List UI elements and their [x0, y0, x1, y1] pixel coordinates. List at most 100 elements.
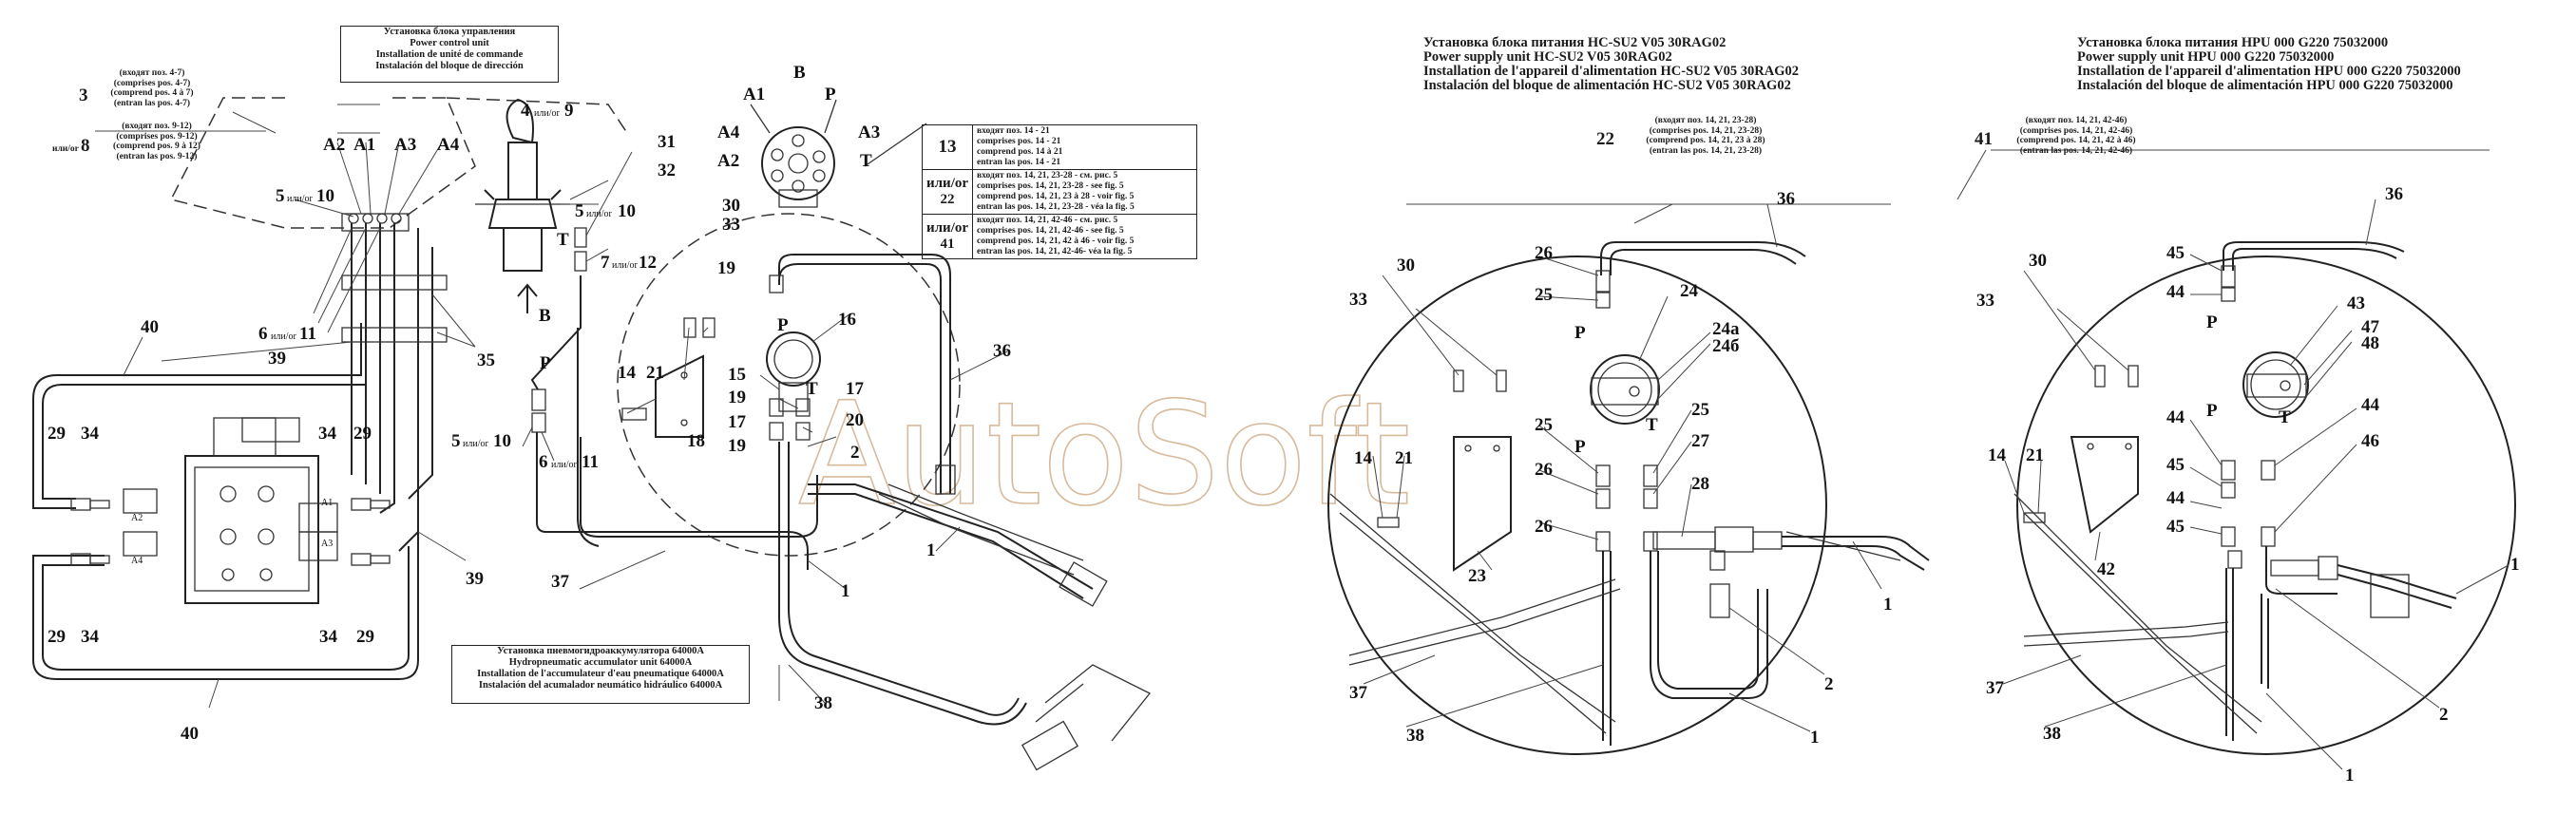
label-2: 2: [850, 443, 860, 463]
ref-row-41: или/or 41 входят поз. 14, 21, 42-46 - см…: [921, 214, 1197, 259]
label-30: 30: [722, 196, 740, 216]
mid-label-26b: 26: [1535, 460, 1553, 480]
label-a2: A2: [323, 135, 345, 155]
svg-text:A3: A3: [321, 539, 333, 549]
label-34c: 34: [81, 627, 100, 647]
label-a3-valve: A3: [858, 123, 880, 142]
right-label-43: 43: [2347, 293, 2365, 313]
label-39: 39: [268, 349, 286, 369]
label-16: 16: [838, 310, 856, 330]
mid-label-37: 37: [1349, 683, 1368, 703]
label-39b: 39: [466, 569, 484, 589]
label-4: 4: [521, 101, 530, 121]
label-5c: 5: [451, 431, 461, 451]
label-40: 40: [141, 317, 159, 337]
mid-label-25b: 25: [1691, 400, 1709, 420]
mid-label-23: 23: [1468, 566, 1486, 586]
mid-label-2: 2: [1824, 674, 1834, 694]
mid-label-26: 26: [1535, 243, 1553, 263]
note-8: или/or 8 (входят поз. 9-12) (comprises p…: [52, 122, 200, 161]
right-detail-view: 36 45 44 30 33 43 47 48 P 44 P T 44 46 4…: [1956, 149, 2520, 786]
valve-block: [184, 455, 319, 604]
label-or-6: или/or: [463, 439, 488, 449]
label-14: 14: [618, 363, 637, 383]
label-or-4: или/or: [586, 209, 612, 219]
mid-label-25: 25: [1535, 285, 1553, 305]
detail-circle-right: [2016, 256, 2516, 755]
label-38: 38: [814, 693, 832, 713]
right-label-38: 38: [2043, 724, 2061, 744]
label-11: 11: [299, 324, 316, 344]
label-35: 35: [477, 350, 495, 370]
mid-label-1b: 1: [1883, 595, 1893, 615]
mid-label-14: 14: [1354, 448, 1373, 468]
label-11b: 11: [582, 452, 599, 472]
label-or-2: или/or: [271, 331, 296, 342]
mid-label-p: P: [1574, 323, 1586, 343]
right-label-44b: 44: [2166, 407, 2185, 427]
label-29b: 29: [353, 424, 372, 444]
mid-label-36: 36: [1777, 189, 1795, 209]
label-29c: 29: [48, 627, 66, 647]
label-10b: 10: [618, 201, 636, 221]
svg-text:A2: A2: [131, 513, 143, 523]
right-label-p: P: [2206, 312, 2218, 332]
label-5b: 5: [575, 201, 584, 221]
right-label-44c: 44: [2361, 395, 2380, 415]
mid-label-38: 38: [1406, 726, 1424, 746]
watermark: AutoSoft: [798, 372, 1410, 538]
mid-label-24a: 24a: [1712, 319, 1740, 339]
label-10: 10: [316, 186, 334, 206]
right-label-1b: 1: [2510, 555, 2520, 575]
right-label-37: 37: [1986, 678, 2005, 698]
label-10c: 10: [493, 431, 511, 451]
label-t-control: T: [557, 230, 569, 250]
svg-text:A4: A4: [131, 556, 143, 566]
label-a4-valve: A4: [717, 123, 740, 142]
right-label-14: 14: [1988, 445, 2007, 465]
right-label-33: 33: [1976, 291, 1994, 311]
mid-label-28: 28: [1691, 474, 1709, 494]
label-b-arrow: B: [539, 306, 551, 326]
label-19c: 19: [728, 436, 746, 456]
label-9: 9: [564, 101, 574, 121]
right-label-21: 21: [2026, 445, 2044, 465]
label-21: 21: [646, 363, 664, 383]
label-19: 19: [717, 258, 735, 278]
label-or-7: или/or: [551, 460, 577, 470]
label-7: 7: [601, 253, 610, 273]
label-29d: 29: [356, 627, 374, 647]
right-label-45b: 45: [2166, 455, 2185, 475]
label-32: 32: [658, 161, 676, 180]
mid-label-24b: 24б: [1712, 336, 1740, 356]
label-a3: A3: [394, 135, 416, 155]
label-18: 18: [687, 431, 705, 451]
mid-label-27: 27: [1691, 431, 1710, 451]
right-note-41: 41 (входят поз. 14, 21, 42-46) (comprise…: [1975, 116, 2136, 156]
label-20: 20: [846, 410, 864, 430]
accumulator-label: Установка пневмогидроаккумулятора 64000А…: [451, 645, 750, 704]
label-t-acc: T: [806, 379, 818, 399]
middle-title: Установка блока питания HC-SU2 V05 30RAG…: [1423, 35, 1800, 93]
label-15: 15: [728, 365, 746, 385]
mid-label-33: 33: [1349, 290, 1367, 310]
right-label-45c: 45: [2166, 517, 2185, 537]
label-34: 34: [81, 424, 100, 444]
right-label-45: 45: [2166, 243, 2185, 263]
label-29: 29: [48, 424, 66, 444]
right-label-p2: P: [2206, 401, 2218, 421]
mid-label-24: 24: [1680, 281, 1699, 301]
right-label-30: 30: [2029, 251, 2047, 271]
label-17b: 17: [846, 379, 865, 399]
label-33: 33: [722, 215, 740, 235]
label-34b: 34: [318, 424, 337, 444]
mid-label-30: 30: [1397, 256, 1415, 275]
middle-note-22: 22 (входят поз. 14, 21, 23-28) (comprise…: [1596, 116, 1765, 156]
control-unit-label: Установка блока управления Power control…: [340, 26, 559, 83]
right-label-36: 36: [2385, 184, 2403, 204]
label-19b: 19: [728, 388, 746, 407]
right-label-44: 44: [2166, 282, 2185, 302]
mid-label-26c: 26: [1535, 517, 1553, 537]
